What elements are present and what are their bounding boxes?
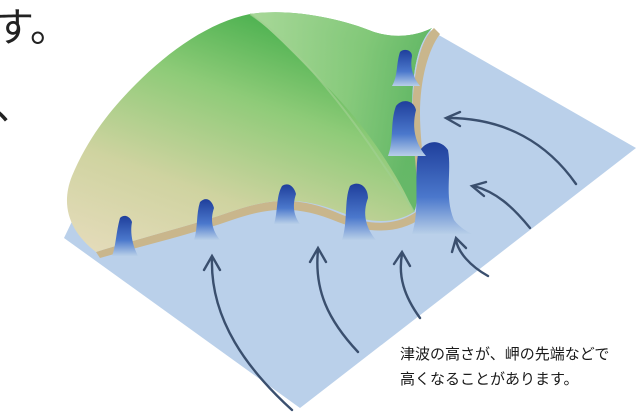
caption-line-1: 津波の高さが、岬の先端などで bbox=[400, 345, 610, 363]
arrow-4 bbox=[454, 238, 490, 278]
waves bbox=[112, 49, 472, 256]
ridge-line bbox=[249, 13, 415, 213]
wave-7 bbox=[392, 49, 420, 86]
arrow-3-head bbox=[392, 249, 412, 268]
tsunami-arrows bbox=[202, 110, 578, 412]
arrow-1 bbox=[210, 256, 294, 412]
arrow-5 bbox=[472, 184, 532, 230]
arrow-3 bbox=[399, 252, 422, 320]
arrow-4-head bbox=[450, 235, 468, 254]
wave-5-tall bbox=[412, 142, 472, 234]
caption: 津波の高さが、岬の先端などで 高くなることがあります。 bbox=[400, 342, 609, 392]
arrow-1-head bbox=[202, 253, 222, 272]
wave-4 bbox=[342, 183, 376, 240]
heading-fragment-1: す。 bbox=[0, 5, 70, 51]
wave-3 bbox=[274, 184, 300, 224]
heading-fragment-2: 、 bbox=[0, 86, 34, 126]
arrow-6 bbox=[446, 116, 578, 186]
arrow-2-head bbox=[308, 245, 328, 264]
arrow-5-head bbox=[469, 180, 488, 198]
wave-6 bbox=[388, 101, 426, 156]
wave-1 bbox=[112, 215, 138, 256]
arrow-6-head bbox=[443, 110, 462, 128]
wave-2 bbox=[194, 199, 220, 240]
headland-ridge bbox=[250, 12, 432, 212]
arrow-2 bbox=[316, 248, 360, 354]
caption-line-2: 高くなることがあります。 bbox=[400, 370, 579, 388]
